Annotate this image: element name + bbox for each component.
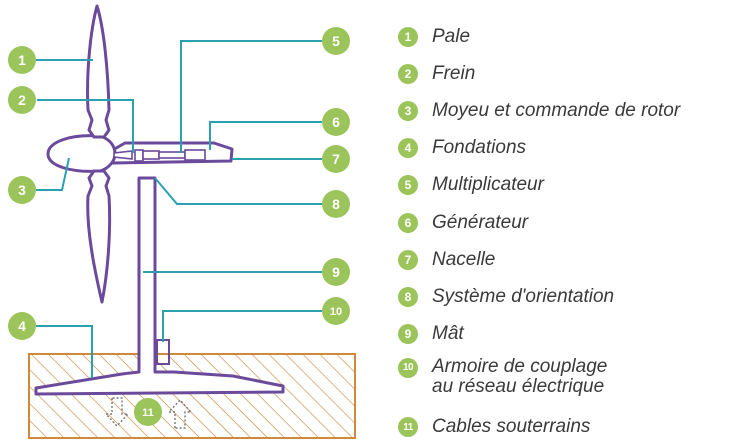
ground-block [28, 353, 356, 439]
legend-item-mat: 9 Mât [398, 316, 680, 353]
svg-text:10: 10 [330, 306, 342, 318]
svg-text:3: 3 [18, 182, 26, 198]
legend-item-multiplicateur: 5 Multiplicateur [398, 167, 680, 204]
badge-1: 1 [8, 46, 36, 74]
legend-number: 7 [398, 249, 418, 270]
legend-number: 11 [398, 417, 418, 438]
badge-10: 10 [322, 297, 350, 325]
badge-6: 6 [322, 108, 350, 136]
legend-label: Frein [432, 62, 476, 84]
legend-item-armoire: 10 Armoire de couplage au réseau électri… [398, 353, 680, 409]
legend-label: Moyeu et commande de rotor [432, 99, 681, 121]
badge-4: 4 [8, 312, 36, 340]
legend-label: Nacelle [432, 248, 496, 270]
tower-and-foundation [34, 176, 285, 396]
svg-text:6: 6 [332, 114, 340, 130]
badge-8: 8 [322, 190, 350, 218]
badge-11: 11 [134, 398, 162, 426]
legend-label: Cables souterrains [432, 416, 591, 438]
badge-5: 5 [322, 27, 350, 55]
drive-train [113, 149, 206, 162]
hub [46, 134, 117, 173]
legend-label: Multiplicateur [432, 174, 544, 196]
legend-number: 4 [398, 138, 418, 159]
svg-text:8: 8 [332, 196, 340, 212]
svg-text:4: 4 [18, 318, 26, 334]
legend-item-nacelle: 7 Nacelle [398, 241, 680, 278]
svg-text:11: 11 [142, 407, 154, 419]
legend-label-line2: au réseau électrique [432, 375, 605, 397]
cable-arrows [104, 397, 193, 429]
legend-label: Générateur [432, 211, 529, 233]
legend-number: 8 [398, 286, 418, 307]
legend-item-orientation: 8 Système d'orientation [398, 278, 680, 315]
legend-item-generateur: 6 Générateur [398, 204, 680, 241]
legend-label: Fondations [432, 137, 527, 159]
legend-number: 10 [398, 357, 418, 378]
badge-2: 2 [8, 86, 36, 114]
legend-number: 2 [398, 63, 418, 84]
legend-label: Mât [432, 323, 464, 345]
svg-text:9: 9 [332, 264, 340, 280]
legend-label: Armoire de couplage au réseau électrique [432, 355, 608, 397]
badge-3: 3 [8, 176, 36, 204]
legend-list: 1 Pale 2 Frein 3 Moyeu et commande de ro… [398, 18, 680, 446]
legend-number: 1 [398, 26, 418, 47]
blade-upper [86, 4, 111, 139]
legend-number: 5 [398, 175, 418, 196]
badge-9: 9 [322, 258, 350, 286]
legend-number: 3 [398, 100, 418, 121]
blade-lower [86, 169, 112, 304]
svg-text:2: 2 [18, 92, 26, 108]
legend-item-frein: 2 Frein [398, 55, 680, 92]
legend-number: 9 [398, 324, 418, 345]
legend-label: Pale [432, 25, 471, 47]
leader-lines [36, 40, 322, 378]
legend-number: 6 [398, 212, 418, 233]
legend-label: Système d'orientation [432, 285, 615, 307]
svg-text:7: 7 [332, 151, 340, 167]
svg-text:1: 1 [18, 52, 26, 68]
legend-label-line1: Armoire de couplage [432, 355, 608, 377]
badge-7: 7 [322, 145, 350, 173]
legend-item-fondations: 4 Fondations [398, 130, 680, 167]
legend-item-pale: 1 Pale [398, 18, 680, 55]
legend-item-cables: 11 Cables souterrains [398, 409, 680, 446]
legend-item-moyeu: 3 Moyeu et commande de rotor [398, 92, 680, 129]
svg-text:5: 5 [332, 33, 340, 49]
